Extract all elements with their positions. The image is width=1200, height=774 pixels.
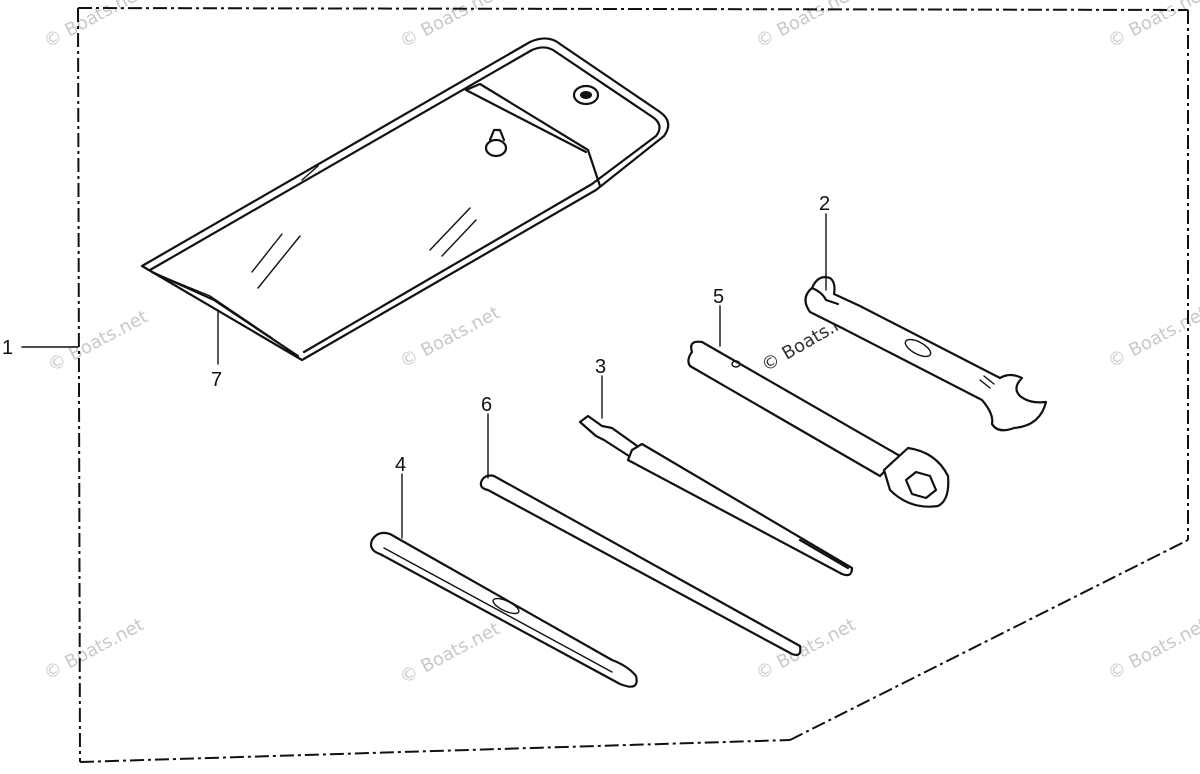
screwdriver-shaft <box>626 442 854 577</box>
callout-6: 6 <box>481 394 492 416</box>
watermark: © Boats.net <box>1104 0 1200 52</box>
screwdriver <box>578 414 854 577</box>
callout-5: 5 <box>713 286 724 308</box>
screwdriver-blade-edge <box>798 538 850 570</box>
callout-labels: 1 2 3 4 5 6 7 <box>2 193 830 476</box>
spanner-hole <box>731 360 741 368</box>
wrench-size-mark <box>979 375 995 389</box>
pouch-texture-lines <box>251 165 477 289</box>
wrench-logo <box>904 338 932 358</box>
wrench-jaw-left <box>810 286 840 306</box>
open-end-wrench <box>804 276 1048 432</box>
watermark: © Boats.net <box>40 614 147 684</box>
pouch-flap <box>464 82 602 188</box>
watermark: © Boats.net <box>1104 302 1200 372</box>
tire-lever-logo <box>492 597 520 615</box>
box-spanner <box>687 340 950 508</box>
callout-2: 2 <box>819 193 830 215</box>
tool-pouch <box>140 37 670 362</box>
frame-border <box>77 7 1189 763</box>
frame-top-edge <box>77 7 1189 11</box>
snap-stud-post <box>488 128 506 142</box>
watermark: © Boats.net <box>396 618 503 688</box>
callout-1: 1 <box>2 337 13 359</box>
tire-lever <box>369 531 638 688</box>
frame-left-edge <box>77 7 81 763</box>
snap-stud <box>484 138 508 158</box>
spanner-hex <box>904 470 938 500</box>
spanner-tube <box>687 340 902 478</box>
callout-7: 7 <box>211 369 222 391</box>
pouch-flap-fold <box>464 88 588 154</box>
watermark: © Boats.net <box>44 306 151 376</box>
leader-lines <box>21 213 827 539</box>
watermark: © Boats.net <box>752 0 859 52</box>
snap-button-top-center <box>580 91 592 99</box>
wrench-body <box>804 276 1048 432</box>
watermark: © Boats.net <box>396 302 503 372</box>
frame-bottom-edge <box>79 739 791 763</box>
watermark: © Boats.net <box>752 614 859 684</box>
pouch-inner-edge <box>148 46 661 354</box>
callout-4: 4 <box>395 454 406 476</box>
watermark: © Boats.net <box>1104 614 1200 684</box>
callout-3: 3 <box>595 356 606 378</box>
tire-lever-ridge <box>383 547 613 673</box>
pouch-crease <box>165 277 273 339</box>
